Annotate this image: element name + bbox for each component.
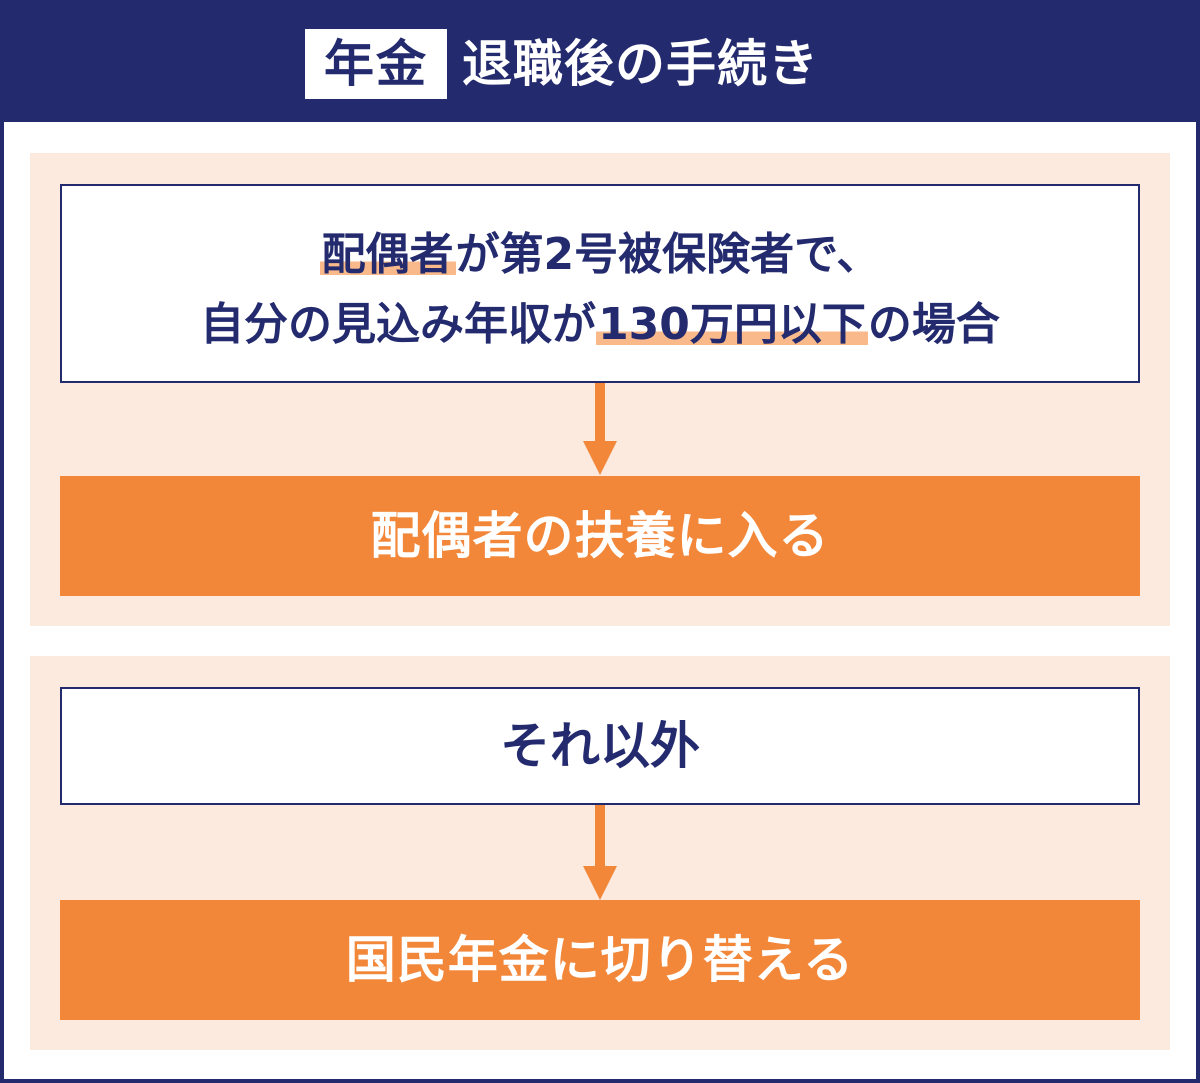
- condition-box-other: それ以外: [60, 687, 1140, 805]
- result-box-spouse-dependent: 配偶者の扶養に入る: [60, 476, 1140, 596]
- condition-line-1-text: が第2号被保険者で、: [455, 229, 881, 280]
- condition-line-2: 自分の見込み年収が130万円以下の場合: [62, 290, 1138, 360]
- highlight-income-limit: 130万円以下: [596, 299, 868, 350]
- header-tag: 年金: [305, 29, 447, 99]
- condition-line-2-pre: 自分の見込み年収が: [200, 299, 597, 350]
- page-title: 退職後の手続き: [462, 35, 819, 93]
- arrow-down-icon: [583, 383, 617, 475]
- result-box-national-pension: 国民年金に切り替える: [60, 900, 1140, 1020]
- highlight-spouse: 配偶者: [319, 229, 456, 280]
- condition-box-spouse: 配偶者が第2号被保険者で、 自分の見込み年収が130万円以下の場合: [60, 184, 1140, 383]
- header-bar: 年金 退職後の手続き: [0, 0, 1200, 122]
- arrow-down-icon: [583, 805, 617, 900]
- condition-line-1: 配偶者が第2号被保険者で、: [62, 220, 1138, 290]
- condition-line-2-post: の場合: [867, 299, 1000, 350]
